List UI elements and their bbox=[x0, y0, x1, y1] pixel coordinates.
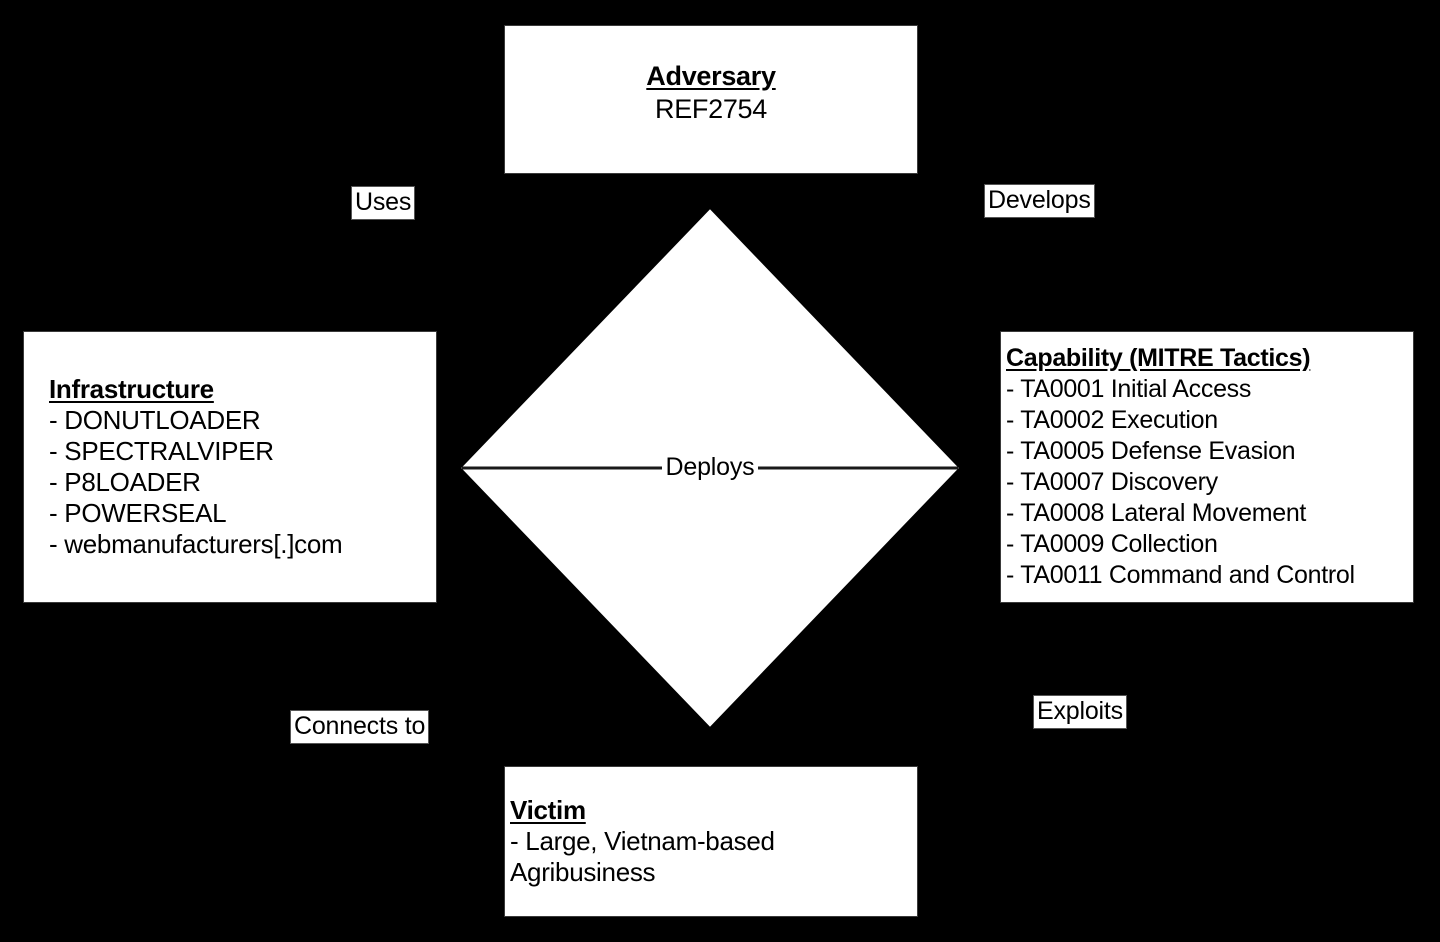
node-victim-line-0: - Large, Vietnam-based Agribusiness bbox=[510, 826, 775, 887]
node-adversary-line-0: REF2754 bbox=[655, 93, 767, 124]
node-capability-line-3: - TA0007 Discovery bbox=[1006, 468, 1218, 496]
edge-label-exploits: Exploits bbox=[1033, 695, 1127, 729]
node-infrastructure[interactable]: Infrastructure - DONUTLOADER - SPECTRALV… bbox=[23, 331, 437, 603]
edge-label-connects-to: Connects to bbox=[290, 710, 430, 744]
node-capability-line-4: - TA0008 Lateral Movement bbox=[1006, 499, 1307, 527]
node-capability-line-6: - TA0011 Command and Control bbox=[1006, 561, 1355, 589]
edge-label-uses: Uses bbox=[351, 186, 416, 220]
node-victim-title: Victim bbox=[510, 795, 586, 825]
node-capability-line-2: - TA0005 Defense Evasion bbox=[1006, 437, 1296, 465]
node-capability[interactable]: Capability (MITRE Tactics) - TA0001 Init… bbox=[1000, 331, 1414, 603]
node-adversary-title: Adversary bbox=[646, 60, 776, 91]
node-adversary[interactable]: Adversary REF2754 bbox=[504, 25, 918, 174]
node-infrastructure-title: Infrastructure bbox=[49, 374, 214, 404]
node-infrastructure-line-3: - POWERSEAL bbox=[49, 498, 227, 528]
node-capability-title: Capability (MITRE Tactics) bbox=[1006, 344, 1311, 372]
node-capability-line-5: - TA0009 Collection bbox=[1006, 530, 1218, 558]
node-infrastructure-line-4: - webmanufacturers[.]com bbox=[49, 529, 343, 559]
edge-label-develops: Develops bbox=[984, 184, 1095, 218]
node-capability-line-0: - TA0001 Initial Access bbox=[1006, 375, 1252, 403]
node-victim[interactable]: Victim - Large, Vietnam-based Agribusine… bbox=[504, 766, 918, 917]
node-infrastructure-line-0: - DONUTLOADER bbox=[49, 405, 261, 435]
node-infrastructure-line-2: - P8LOADER bbox=[49, 467, 201, 497]
deploys-edge-label: Deploys bbox=[662, 450, 758, 484]
node-capability-line-1: - TA0002 Execution bbox=[1006, 406, 1218, 434]
node-infrastructure-line-1: - SPECTRALVIPER bbox=[49, 436, 274, 466]
